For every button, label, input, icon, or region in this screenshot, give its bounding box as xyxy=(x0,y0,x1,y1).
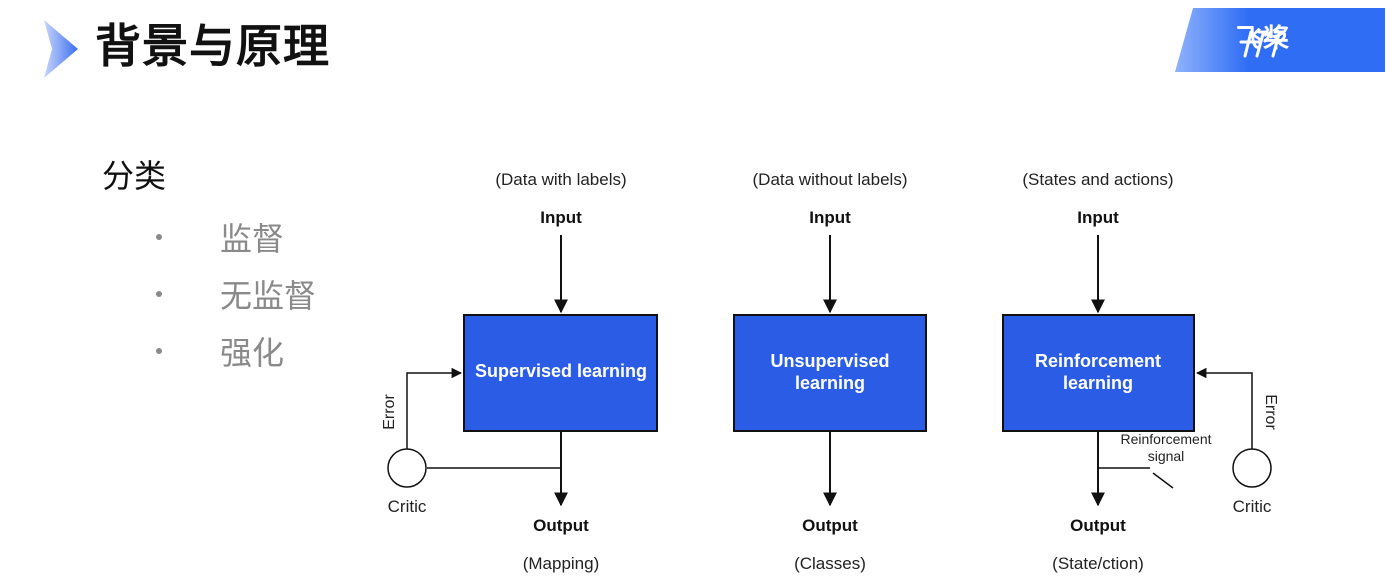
bottom-label: (Mapping) xyxy=(523,554,600,573)
critic-label: Critic xyxy=(388,497,427,516)
bottom-label: (State/ction) xyxy=(1052,554,1144,573)
input-label: Input xyxy=(540,208,582,227)
box-label: Supervised learning xyxy=(475,361,647,381)
category-label: 强化 xyxy=(220,333,285,372)
output-label: Output xyxy=(1070,516,1126,535)
signal-switch xyxy=(1152,472,1174,489)
panel-reinforcement: (States and actions) Input Reinforcement… xyxy=(1002,170,1279,573)
critic-label: Critic xyxy=(1233,497,1272,516)
category-label: 监督 xyxy=(220,219,285,258)
box-label-line2: learning xyxy=(795,373,865,393)
title-arrow-icon xyxy=(44,20,78,78)
bullet-icon xyxy=(156,233,162,240)
error-feedback-arrow xyxy=(1195,367,1253,449)
bullet-icon xyxy=(156,347,162,354)
input-label: Input xyxy=(1077,208,1119,227)
box-label-line2: learning xyxy=(1063,373,1133,393)
top-label: (States and actions) xyxy=(1022,170,1173,189)
panel-supervised: (Data with labels) Input Supervised lear… xyxy=(381,170,658,573)
signal-label-line1: Reinforcement xyxy=(1120,431,1211,447)
panel-unsupervised: (Data without labels) Input Unsupervised… xyxy=(733,170,927,573)
brand-name: 飞桨 xyxy=(1236,24,1291,54)
bottom-label: (Classes) xyxy=(794,554,866,573)
supervised-box xyxy=(463,314,658,432)
bullet-icon xyxy=(156,290,162,297)
page-title: 背景与原理 xyxy=(95,19,330,73)
error-feedback-arrow xyxy=(406,367,463,449)
category-label: 无监督 xyxy=(220,276,317,315)
output-label: Output xyxy=(802,516,858,535)
box-label-line1: Unsupervised xyxy=(770,351,889,371)
input-label: Input xyxy=(809,208,851,227)
top-label: (Data without labels) xyxy=(753,170,908,189)
critic-node xyxy=(1232,448,1272,488)
critic-node xyxy=(387,448,427,488)
box-label-line1: Reinforcement xyxy=(1035,351,1161,371)
list-item: 监督 xyxy=(150,208,316,265)
list-item: 强化 xyxy=(150,322,316,379)
output-label: Output xyxy=(533,516,589,535)
error-label: Error xyxy=(1262,394,1279,430)
unsupervised-box xyxy=(733,314,927,432)
categories-heading: 分类 xyxy=(102,157,167,195)
top-label: (Data with labels) xyxy=(495,170,626,189)
category-list: 监督 无监督 强化 xyxy=(150,208,316,379)
learning-types-diagram: (Data with labels) Input Supervised lear… xyxy=(381,170,1279,573)
signal-label-line2: signal xyxy=(1148,448,1185,464)
error-label: Error xyxy=(381,394,398,430)
list-item: 无监督 xyxy=(150,265,316,322)
brand-banner xyxy=(1175,8,1385,72)
reinforcement-box xyxy=(1002,314,1195,432)
